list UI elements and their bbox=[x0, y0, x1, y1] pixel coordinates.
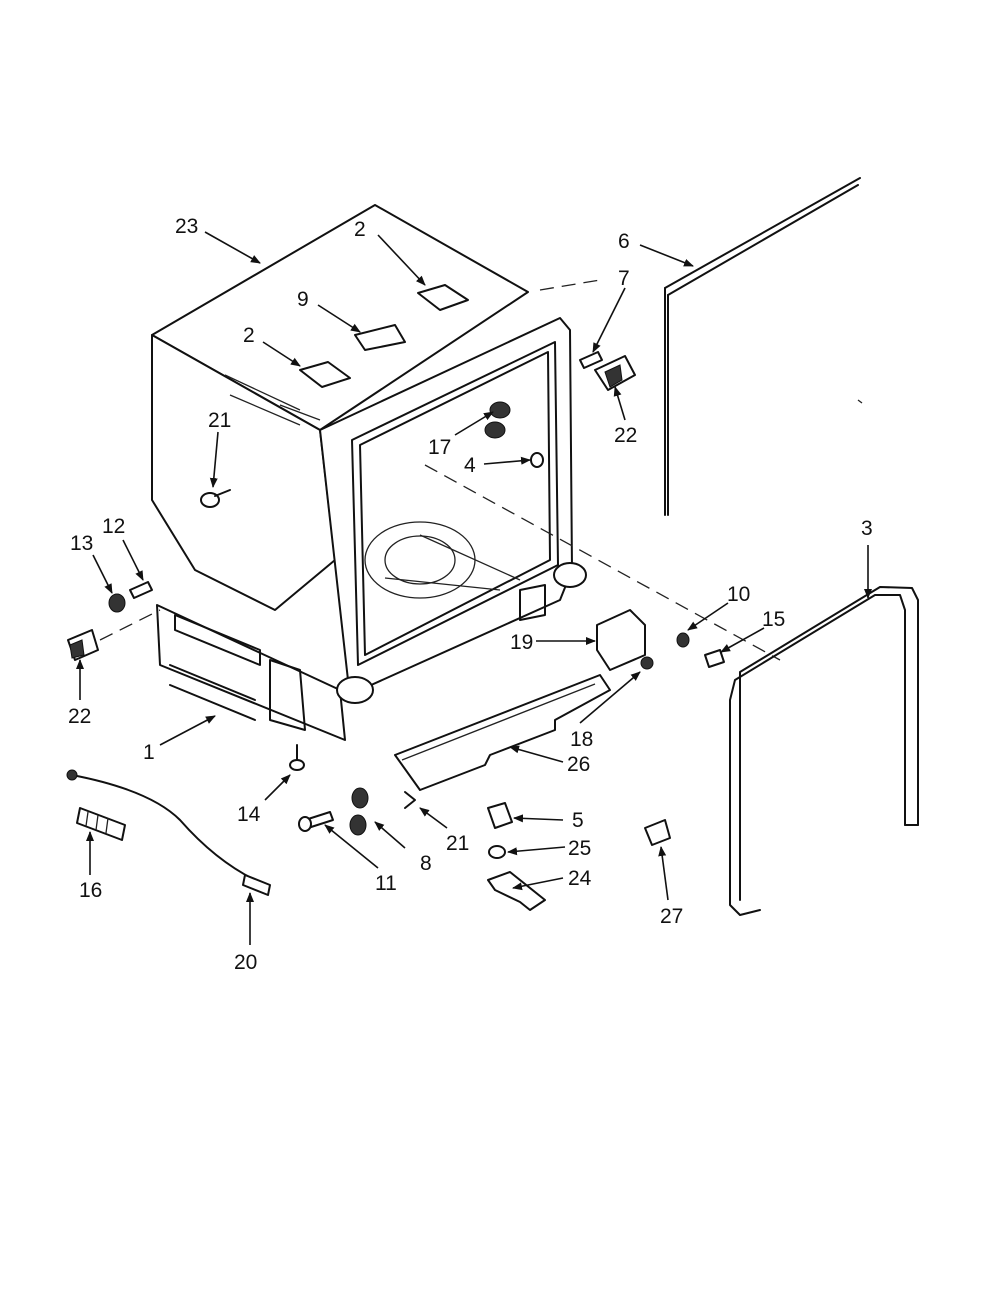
washer-13 bbox=[108, 593, 126, 613]
callout-21-lower: 21 bbox=[446, 832, 469, 855]
foot-14 bbox=[289, 744, 305, 771]
callout-23: 23 bbox=[175, 215, 198, 238]
callout-3: 3 bbox=[861, 517, 873, 540]
bracket-2-lower bbox=[299, 361, 351, 388]
callout-labels: 23 2 9 2 6 7 21 17 22 4 12 13 3 22 10 15… bbox=[68, 215, 873, 974]
callout-22-right: 22 bbox=[614, 424, 637, 447]
clip-5 bbox=[487, 802, 513, 829]
callout-24: 24 bbox=[568, 867, 592, 890]
callout-12: 12 bbox=[102, 515, 125, 538]
bracket-22-left bbox=[67, 629, 99, 661]
side-panel-6 bbox=[664, 177, 863, 516]
callout-7: 7 bbox=[618, 267, 630, 290]
leader-lines bbox=[76, 231, 872, 945]
plate-9 bbox=[354, 324, 406, 351]
callout-10: 10 bbox=[727, 583, 750, 606]
callout-18: 18 bbox=[570, 728, 593, 751]
callout-17: 17 bbox=[428, 436, 451, 459]
callout-9: 9 bbox=[297, 288, 309, 311]
screw-7 bbox=[579, 351, 603, 369]
hose-16 bbox=[76, 807, 126, 841]
bracket-19 bbox=[596, 609, 646, 671]
bracket-2-upper bbox=[417, 284, 469, 311]
callout-6: 6 bbox=[618, 230, 630, 253]
callout-2-lower: 2 bbox=[243, 324, 255, 347]
gasket-3 bbox=[729, 586, 919, 916]
plug-21-upper bbox=[200, 489, 231, 508]
clip-21-lower bbox=[404, 791, 416, 809]
callout-4: 4 bbox=[464, 454, 476, 477]
callout-25: 25 bbox=[568, 837, 591, 860]
callout-11: 11 bbox=[375, 872, 397, 895]
bracket-17 bbox=[484, 401, 511, 439]
bracket-22-right bbox=[594, 355, 636, 391]
nut-4 bbox=[530, 452, 544, 468]
roller-8 bbox=[349, 787, 369, 836]
screw-11 bbox=[298, 811, 334, 832]
cord-20 bbox=[66, 769, 271, 896]
callout-8: 8 bbox=[420, 852, 432, 875]
grommet-25 bbox=[488, 845, 506, 859]
callout-20: 20 bbox=[234, 951, 257, 974]
callout-26: 26 bbox=[567, 753, 590, 776]
callout-27: 27 bbox=[660, 905, 683, 928]
plate-26 bbox=[394, 674, 611, 791]
callout-21-upper: 21 bbox=[208, 409, 231, 432]
callout-5: 5 bbox=[572, 809, 584, 832]
callout-19: 19 bbox=[510, 631, 533, 654]
tub-assembly bbox=[99, 204, 781, 741]
callout-16: 16 bbox=[79, 879, 102, 902]
callout-14: 14 bbox=[237, 803, 261, 826]
screw-18 bbox=[640, 656, 654, 670]
callout-15: 15 bbox=[762, 608, 785, 631]
callout-13: 13 bbox=[70, 532, 93, 555]
screw-15 bbox=[704, 649, 725, 668]
bracket-24 bbox=[487, 871, 546, 911]
callout-1: 1 bbox=[143, 741, 155, 764]
callout-22-left: 22 bbox=[68, 705, 91, 728]
clip-27 bbox=[644, 819, 671, 846]
callout-2-upper: 2 bbox=[354, 218, 366, 241]
screw-12 bbox=[129, 581, 153, 599]
washer-10 bbox=[676, 632, 690, 648]
